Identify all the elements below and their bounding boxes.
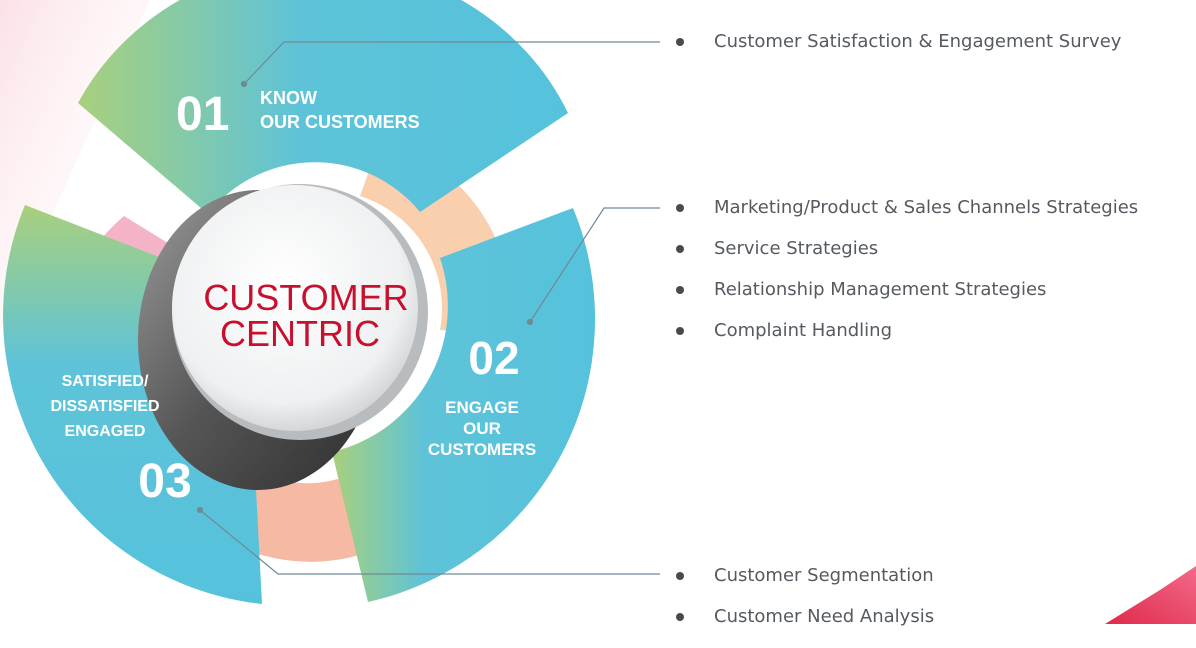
list-item: Customer Need Analysis (676, 607, 934, 627)
segment-know-our-customers (78, 0, 568, 214)
connector-engage (529, 207, 660, 323)
background-red-corner (1105, 566, 1196, 624)
segment-satisfied-label-line1: SATISFIED/ (62, 373, 149, 390)
connector-satisfied-dot (196, 506, 204, 514)
satisfied-customers-list: Customer Segmentation Customer Need Anal… (676, 566, 934, 648)
connector-know (243, 41, 660, 85)
segment-engage-label-line3: CUSTOMERS (428, 440, 536, 459)
list-item: Relationship Management Strategies (676, 280, 1138, 300)
segment-engage-number: 02 (468, 332, 519, 384)
segment-engage-our-customers (332, 208, 596, 602)
segment-satisfied-label-line2: DISSATISFIED (50, 398, 159, 415)
segment-engage-label-line2: OUR (463, 419, 501, 438)
connector-know-dot (240, 80, 248, 88)
engage-customers-list: Marketing/Product & Sales Channels Strat… (676, 198, 1138, 362)
customer-centric-diagram: CUSTOMER CENTRIC 01 KNOW OUR CUSTOMERS 0… (0, 0, 1196, 624)
segment-know-label-line1: KNOW (260, 88, 317, 108)
list-item: Marketing/Product & Sales Channels Strat… (676, 198, 1138, 218)
segment-know-number: 01 (176, 88, 229, 141)
list-item: Customer Satisfaction & Engagement Surve… (676, 32, 1121, 52)
list-item: Service Strategies (676, 239, 1138, 259)
segment-satisfied-engaged (3, 205, 262, 604)
center-label-line1: CUSTOMER (203, 277, 408, 318)
segment-know-label-line2: OUR CUSTOMERS (260, 112, 420, 132)
list-item: Complaint Handling (676, 321, 1138, 341)
segment-satisfied-number: 03 (138, 455, 191, 508)
center-label-line2: CENTRIC (220, 313, 380, 354)
know-customers-list: Customer Satisfaction & Engagement Surve… (676, 32, 1121, 52)
connector-satisfied (199, 509, 660, 575)
center-disk (172, 185, 418, 431)
list-item: Customer Segmentation (676, 566, 934, 586)
segment-satisfied-label-line3: ENGAGED (65, 423, 146, 440)
connectors (196, 41, 660, 575)
segment-engage-label-line1: ENGAGE (445, 398, 519, 417)
connector-engage-dot (526, 318, 534, 326)
